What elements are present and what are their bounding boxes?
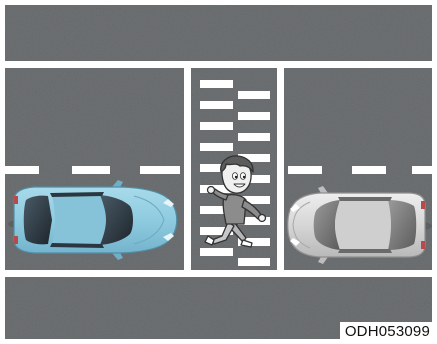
left-car-icon [8, 180, 177, 260]
right-car-icon [288, 186, 432, 264]
image-code-label: ODH053099 [340, 322, 433, 341]
